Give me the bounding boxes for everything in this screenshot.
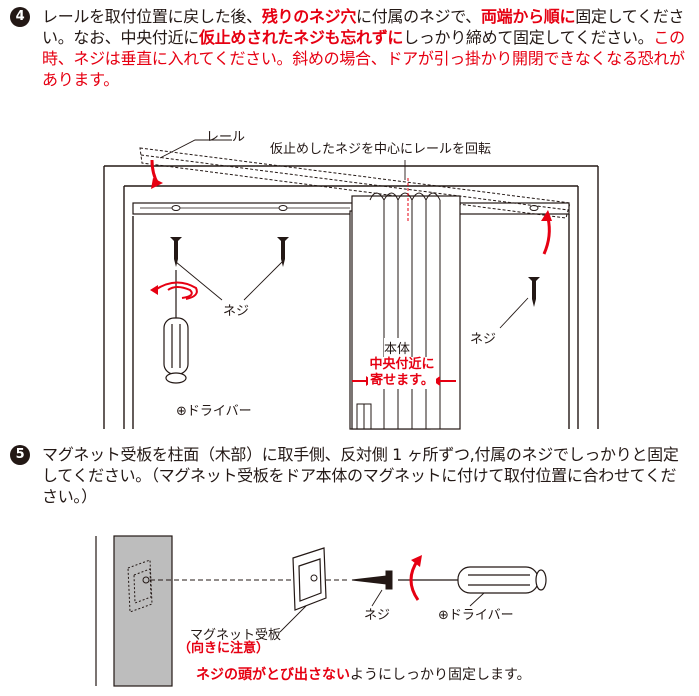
screw-label-step5: ネジ <box>364 608 391 623</box>
step-4-segment: に付属のネジで、 <box>356 7 481 26</box>
step-4-segment: 固定してください。なお、中央付近に <box>42 7 685 47</box>
step-4-segment: しっかり締めて固定してください。 <box>403 28 654 47</box>
center-label-line1: 中央付近に <box>369 357 435 372</box>
step-5-number: 5 <box>10 445 30 465</box>
center-label-line2: 寄せます。 <box>370 373 434 388</box>
step-4-segment: 残りのネジ穴 <box>261 7 357 26</box>
footer-bold: ネジの頭がとび出さない <box>196 667 350 683</box>
rotate-label: 仮止めしたネジを中心にレールを回転 <box>270 142 492 157</box>
step-4-text: レールを取付位置に戻した後、残りのネジ穴に付属のネジで、両端から順に固定してくだ… <box>42 6 690 90</box>
step-5: 5 マグネット受板を柱面（木部）に取手側、反対側 1 ヶ所ずつ,付属のネジでしっ… <box>10 444 690 507</box>
step-5-footer: ネジの頭がとび出さないようにしっかり固定します。 <box>196 664 531 684</box>
step-4-number: 4 <box>10 7 30 27</box>
plate-label: マグネット受板 <box>190 628 282 643</box>
step-5-text: マグネット受板を柱面（木部）に取手側、反対側 1 ヶ所ずつ,付属のネジでしっかり… <box>42 445 679 506</box>
step-4-segment: レールを取付位置に戻した後、 <box>42 7 262 26</box>
driver-label-step5: ⊕ドライバー <box>438 608 514 623</box>
step-4-segment: この時、ネジは垂直に入れてください。斜めの場合、ドアが引っ掛かり開閉できなくなる… <box>42 28 685 89</box>
footer-rest: ようにしっかり固定します。 <box>350 667 531 683</box>
screw-label-right: ネジ <box>470 332 497 347</box>
step-4: 4 レールを取付位置に戻した後、残りのネジ穴に付属のネジで、両端から順に固定して… <box>10 6 690 90</box>
center-label: 中央付近に 寄せます。 <box>368 357 436 389</box>
step-4-segment: 仮止めされたネジも忘れずに <box>199 28 404 47</box>
body-label: 本体 <box>384 338 411 357</box>
rail-label: レール <box>206 130 246 145</box>
plate-note: （向きに注意） <box>178 641 270 656</box>
screw-label-left: ネジ <box>223 304 250 319</box>
step-4-segment: 両端から順に <box>480 7 576 26</box>
driver-label-step4: ⊕ドライバー <box>176 404 252 419</box>
